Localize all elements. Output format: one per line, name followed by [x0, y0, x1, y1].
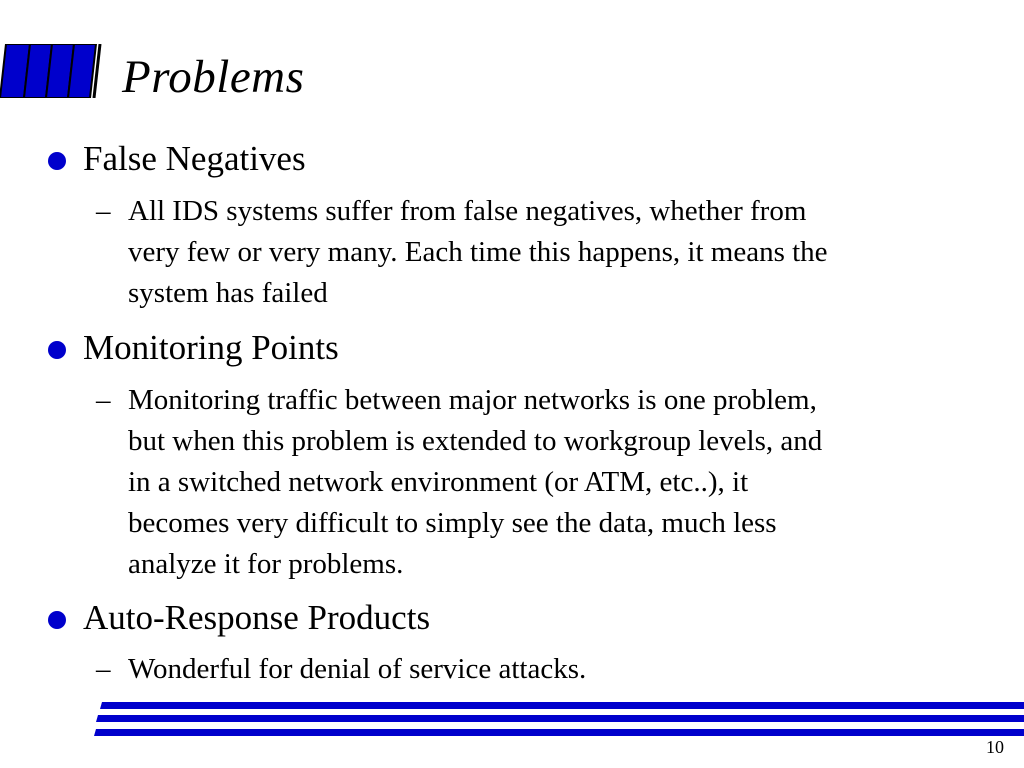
sub-line: analyze it for problems.: [128, 548, 404, 580]
sub-line: very few or very many. Each time this ha…: [128, 236, 828, 268]
sub-line: All IDS systems suffer from false negati…: [128, 195, 807, 227]
sub-line: Wonderful for denial of service attacks.: [128, 653, 587, 685]
sub-line: Monitoring traffic between major network…: [128, 384, 817, 416]
dash-icon: –: [96, 653, 111, 685]
sub-line: system has failed: [128, 277, 328, 309]
slide-title: Problems: [122, 51, 305, 103]
bullet-heading: Monitoring Points: [83, 328, 339, 367]
dash-icon: –: [96, 195, 111, 227]
title-logo-bars-icon: [0, 44, 102, 98]
page-number: 10: [986, 737, 1004, 757]
bullet-heading: Auto-Response Products: [83, 598, 431, 637]
sub-line: in a switched network environment (or AT…: [128, 466, 749, 498]
bullet-heading: False Negatives: [83, 139, 306, 178]
sub-line: becomes very difficult to simply see the…: [128, 507, 777, 539]
bullet-dot-icon: [48, 152, 66, 170]
dash-icon: –: [96, 384, 111, 416]
bullet-dot-icon: [48, 341, 66, 359]
bullet-dot-icon: [48, 611, 66, 629]
footer-stripes: [94, 702, 1024, 736]
sub-line: but when this problem is extended to wor…: [128, 425, 823, 457]
